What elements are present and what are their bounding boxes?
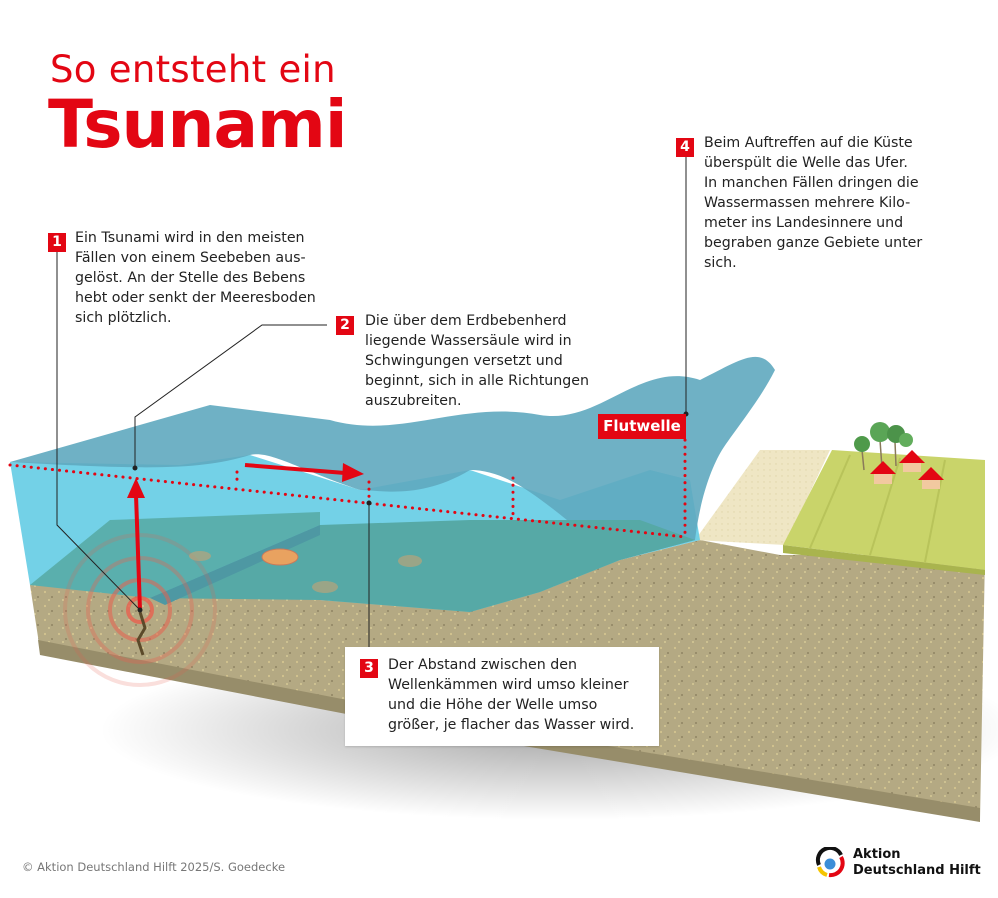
step-1-badge: 1 [48, 233, 66, 252]
step-2-text: Die über dem Erdbebenherd liegende Wasse… [365, 313, 590, 409]
tree-icon [854, 422, 913, 471]
fish-icon [189, 548, 422, 593]
step-2-badge: 2 [336, 316, 354, 335]
step-1-text: Ein Tsunami wird in den meisten Fällen v… [75, 230, 316, 326]
step-4-text: Beim Auftreffen auf die Küste überspült … [704, 135, 923, 271]
logo-line-1: Aktion [853, 847, 901, 862]
leader-lines [56, 155, 689, 650]
arrow-right-icon [244, 463, 364, 482]
logo-swirl-icon [815, 847, 845, 878]
title-small: So entsteht ein [50, 48, 336, 91]
arrow-up-icon [127, 478, 145, 611]
ocean [10, 356, 775, 612]
step-3-box [345, 647, 659, 746]
logo-line-2: Deutschland Hilft [853, 863, 981, 878]
step-3-badge: 3 [360, 659, 378, 678]
step-4-badge: 4 [676, 138, 694, 157]
sea-level-dotted-line [8, 438, 687, 539]
page-title: Tsunami [48, 86, 347, 163]
copyright-credit: © Aktion Deutschland Hilft 2025/S. Goede… [22, 860, 286, 874]
house-icon [870, 450, 944, 489]
flutwelle-label: Flutwelle [598, 414, 686, 439]
aktion-deutschland-hilft-logo: Aktion Deutschland Hilft [815, 845, 985, 885]
step-3-text: Der Abstand zwischen den Wellenkämmen wi… [388, 657, 635, 733]
